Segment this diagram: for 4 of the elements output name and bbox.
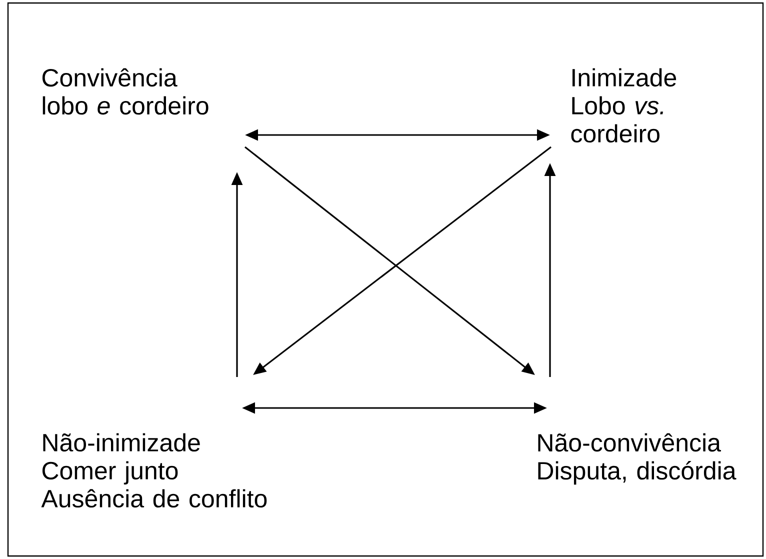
term-label: Inimizade Lobo vs. cordeiro <box>571 68 676 143</box>
term-label: Não-convivência Disputa, discórdia <box>538 433 736 485</box>
term-label: Não-inimizade Comer junto Ausência de conflito <box>41 433 267 508</box>
term-label: Convivência lobo e cordeiro <box>42 68 208 115</box>
